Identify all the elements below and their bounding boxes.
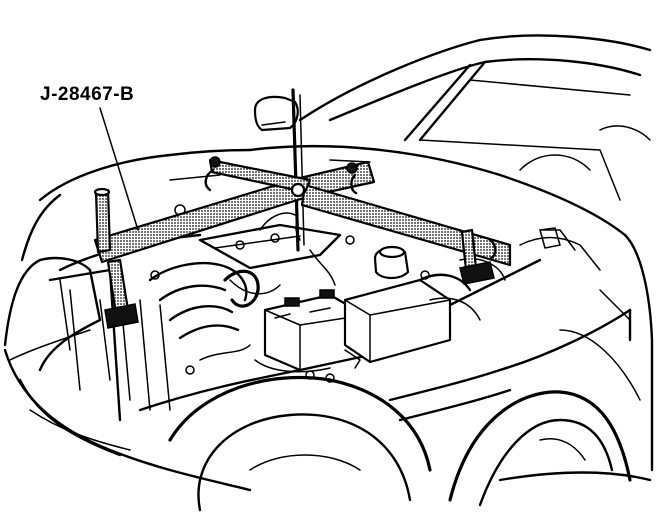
car-body: [3, 34, 654, 512]
engine-support-fixture: [93, 88, 561, 329]
tool-callout-label: J-28467-B: [40, 84, 135, 105]
callout-leader-line: [99, 107, 139, 231]
engine-components: [48, 159, 506, 422]
